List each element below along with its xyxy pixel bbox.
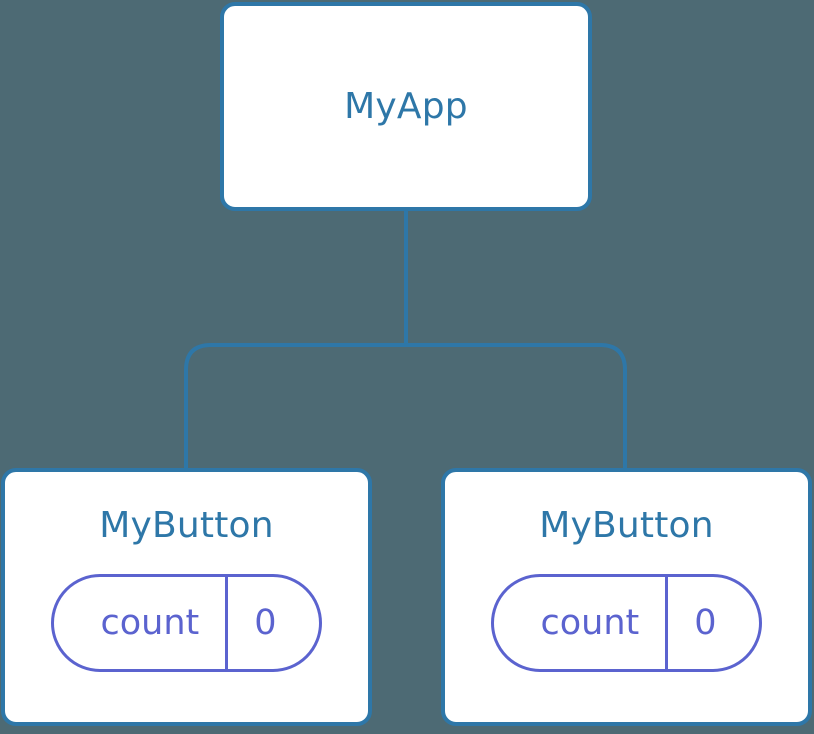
edge-bus-to-right-child xyxy=(406,343,627,470)
prop-value-label: 0 xyxy=(254,602,277,643)
edge-bus-to-left-child xyxy=(184,343,406,470)
prop-pill-count-left[interactable]: count 0 xyxy=(51,574,322,672)
node-myapp[interactable]: MyApp xyxy=(220,2,592,211)
node-mybutton-left[interactable]: MyButton count 0 xyxy=(1,468,372,726)
prop-key-label: count xyxy=(100,602,200,643)
node-mybutton-right[interactable]: MyButton count 0 xyxy=(441,468,812,726)
node-myapp-label: MyApp xyxy=(344,85,468,127)
prop-divider xyxy=(665,577,669,669)
node-mybutton-left-label: MyButton xyxy=(99,505,274,546)
prop-divider xyxy=(225,577,229,669)
node-mybutton-right-label: MyButton xyxy=(539,505,714,546)
prop-pill-count-right[interactable]: count 0 xyxy=(491,574,762,672)
prop-value-label: 0 xyxy=(694,602,717,643)
prop-key-label: count xyxy=(540,602,640,643)
